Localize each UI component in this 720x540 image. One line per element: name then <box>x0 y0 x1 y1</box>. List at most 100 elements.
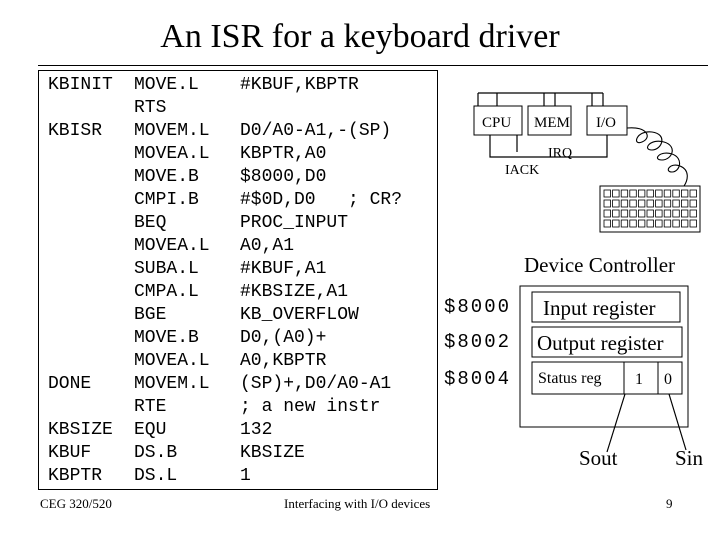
keyboard-key <box>646 219 654 228</box>
code-operand: 132 <box>240 420 273 440</box>
code-operand: D0/A0-A1,-(SP) <box>240 121 392 141</box>
device-controller-box <box>519 285 689 428</box>
keyboard-key <box>672 199 680 208</box>
keyboard-key <box>603 219 611 228</box>
code-operand: KBPTR,A0 <box>240 144 327 164</box>
system-bus <box>477 92 604 106</box>
code-operand: D0,(A0)+ <box>240 328 327 348</box>
code-opcode: CMPA.L <box>134 282 199 302</box>
keyboard-key <box>672 189 680 198</box>
output-register-box <box>531 326 683 358</box>
keyboard-key <box>663 209 672 218</box>
sin-pointer <box>668 393 687 451</box>
code-label: KBSIZE <box>48 420 113 440</box>
keyboard-key <box>663 199 672 208</box>
keyboard-key <box>629 189 637 198</box>
code-operand: KBSIZE <box>240 443 305 463</box>
keyboard-key <box>681 189 689 198</box>
code-opcode: BEQ <box>134 213 167 233</box>
title-rule <box>38 65 708 66</box>
code-opcode: MOVEM.L <box>134 374 210 394</box>
keyboard-key <box>681 209 689 218</box>
code-opcode: DS.B <box>134 443 178 463</box>
keyboard-key <box>689 219 697 228</box>
code-operand: #KBUF,KBPTR <box>240 75 359 95</box>
cpu-label: CPU <box>482 115 511 131</box>
code-listing-box <box>38 70 438 490</box>
keyboard-key <box>629 209 637 218</box>
code-operand: #KBSIZE,A1 <box>240 282 349 302</box>
code-opcode: CMPI.B <box>134 190 199 210</box>
code-opcode: EQU <box>134 420 167 440</box>
keyboard-key <box>655 219 663 228</box>
status-register-address: $8004 <box>444 368 511 390</box>
footer-course: CEG 320/520 <box>40 496 112 511</box>
mem-box <box>527 105 572 136</box>
code-operand: A0,A1 <box>240 236 295 256</box>
keyboard-icon <box>599 185 701 233</box>
status-register-label: Status reg <box>538 370 602 387</box>
keyboard-key <box>672 209 680 218</box>
code-opcode: MOVE.L <box>134 75 199 95</box>
keyboard-key <box>646 189 654 198</box>
code-operand: PROC_INPUT <box>240 213 349 233</box>
code-opcode: MOVEM.L <box>134 121 210 141</box>
footer-topic: Interfacing with I/O devices <box>284 496 431 511</box>
input-register-box <box>531 291 681 323</box>
code-operand: 1 <box>240 466 251 486</box>
code-opcode: MOVE.B <box>134 328 199 348</box>
keyboard-key <box>663 219 672 228</box>
code-opcode: RTS <box>134 98 167 118</box>
keyboard-key <box>655 189 663 198</box>
keyboard-key <box>620 189 629 198</box>
status-bit-1: 1 <box>635 371 643 388</box>
keyboard-key <box>620 199 629 208</box>
keyboard-key <box>655 199 663 208</box>
code-label: KBISR <box>48 121 103 141</box>
code-opcode: SUBA.L <box>134 259 199 279</box>
device-controller-title: Device Controller <box>524 253 675 277</box>
keyboard-key <box>646 209 654 218</box>
code-opcode: MOVE.B <box>134 167 199 187</box>
keyboard-key <box>672 219 680 228</box>
code-opcode: DS.L <box>134 466 178 486</box>
code-opcode: MOVEA.L <box>134 144 210 164</box>
code-opcode: RTE <box>134 397 167 417</box>
mem-label: MEM <box>534 115 570 131</box>
keyboard-key <box>612 189 620 198</box>
keyboard-key <box>646 199 654 208</box>
keyboard-key <box>638 199 646 208</box>
irq-label: IRQ <box>548 146 572 161</box>
input-register-label: Input register <box>543 296 656 320</box>
keyboard-key <box>612 199 620 208</box>
keyboard-key <box>612 209 620 218</box>
code-operand: KB_OVERFLOW <box>240 305 359 325</box>
sout-pointer <box>606 393 626 453</box>
page-number: 9 <box>666 496 673 511</box>
keyboard-key <box>620 209 629 218</box>
output-register-label: Output register <box>537 331 664 355</box>
slide-title: An ISR for a keyboard driver <box>160 18 560 55</box>
code-operand: ; a new instr <box>240 397 381 417</box>
code-operand: (SP)+,D0/A0-A1 <box>240 374 392 394</box>
keyboard-key <box>689 189 697 198</box>
code-opcode: MOVEA.L <box>134 236 210 256</box>
keyboard-key <box>603 209 611 218</box>
code-opcode: MOVEA.L <box>134 351 210 371</box>
code-operand: $8000,D0 <box>240 167 327 187</box>
keyboard-key <box>638 189 646 198</box>
keyboard-key <box>603 189 611 198</box>
input-register-address: $8000 <box>444 296 511 318</box>
keyboard-key <box>629 219 637 228</box>
code-opcode: BGE <box>134 305 167 325</box>
cpu-box <box>473 105 523 136</box>
keyboard-cable <box>626 127 688 187</box>
keyboard-key <box>663 189 672 198</box>
keyboard-key <box>612 219 620 228</box>
code-label: KBUF <box>48 443 92 463</box>
iack-label: IACK <box>505 163 539 178</box>
keyboard-key <box>689 209 697 218</box>
keyboard-key <box>603 199 611 208</box>
keyboard-key <box>629 199 637 208</box>
